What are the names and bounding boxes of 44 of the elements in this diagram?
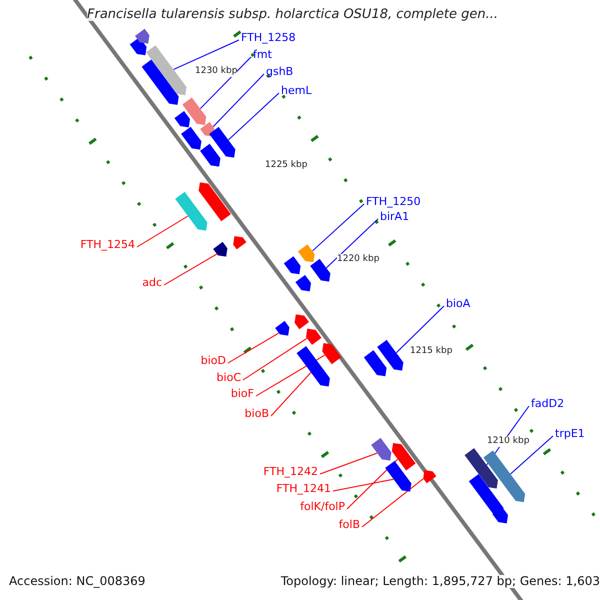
position-label: 1215 kbp	[410, 346, 452, 357]
gene-label: fadD2	[531, 397, 564, 410]
leader-line	[212, 74, 264, 128]
gene-label: birA1	[380, 210, 410, 223]
leader-line	[332, 478, 394, 492]
gene-label: gshB	[266, 65, 294, 78]
info-text: Topology: linear; Length: 1,895,727 bp; Genes: 1,603	[280, 575, 600, 588]
position-label: 1220 kbp	[337, 254, 380, 265]
leader-line	[200, 56, 252, 110]
gene-label: hemL	[281, 84, 312, 97]
leader-line	[228, 332, 280, 364]
gene-label: bioB	[244, 407, 269, 420]
gene-label: folB	[338, 518, 360, 531]
gene-label: folK/folP	[300, 500, 345, 513]
gene-label: bioA	[446, 297, 470, 310]
gene-label: bioF	[230, 387, 254, 400]
gene-label: adc	[142, 276, 162, 289]
position-label: 1230 kbp	[195, 66, 238, 77]
leader-line	[312, 204, 364, 252]
leader-line	[510, 436, 554, 474]
leader-line	[164, 254, 218, 286]
title: Francisella tularensis subsp. holarctica OSU18, complete gen...	[87, 8, 498, 21]
gene-label: FTH_1250	[366, 195, 421, 208]
gene-label: bioD	[200, 354, 226, 367]
leader-line	[362, 478, 424, 528]
gene-label: bioC	[216, 371, 241, 384]
leader-line	[228, 92, 280, 140]
gene-label: trpE1	[555, 427, 585, 440]
leader-line	[320, 452, 378, 474]
gene-label: FTH_1242	[263, 465, 318, 478]
leader-line	[346, 458, 398, 510]
position-label: 1225 kbp	[265, 160, 308, 171]
leader-line	[173, 40, 240, 70]
leader-line	[242, 338, 308, 380]
position-label: 1210 kbp	[487, 436, 530, 447]
leader-line	[136, 216, 188, 248]
leader-line	[396, 306, 444, 354]
gene-label: FTH_1254	[80, 238, 135, 251]
leader-line	[326, 218, 378, 268]
gene-label: fmt	[253, 48, 272, 61]
gene-label: FTH_1241	[276, 482, 331, 495]
info-text: Accession: NC_008369	[9, 575, 146, 588]
leader-line	[270, 372, 312, 416]
gene-label: FTH_1258	[241, 31, 296, 44]
